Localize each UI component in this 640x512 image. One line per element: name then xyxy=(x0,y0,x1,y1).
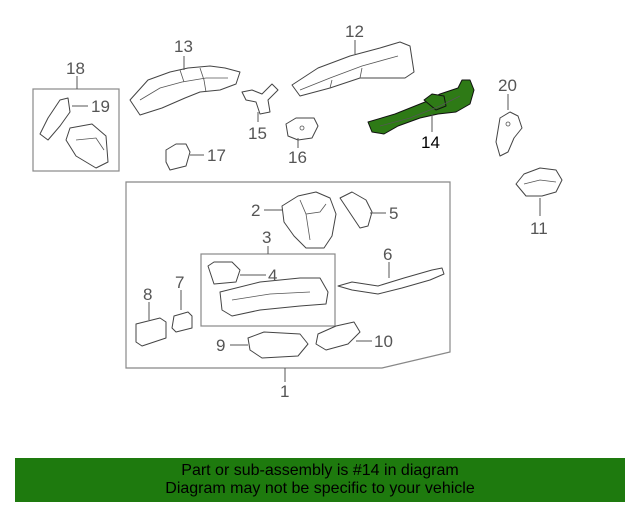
part-7[interactable] xyxy=(171,311,193,333)
part-18[interactable] xyxy=(39,97,109,169)
banner-line-2: Diagram may not be specific to your vehi… xyxy=(165,480,475,497)
part-5[interactable] xyxy=(339,191,373,229)
part-15[interactable] xyxy=(241,83,279,115)
label-4: 4 xyxy=(268,266,277,285)
label-18: 18 xyxy=(66,59,85,78)
label-1: 1 xyxy=(280,382,289,401)
label-14: 14 xyxy=(421,133,440,152)
label-2: 2 xyxy=(251,201,260,220)
part-14-highlighted[interactable] xyxy=(367,79,475,135)
label-13: 13 xyxy=(174,37,193,56)
part-13[interactable] xyxy=(129,65,241,116)
label-7: 7 xyxy=(175,273,184,292)
assembly-18-frame xyxy=(32,88,120,172)
label-17: 17 xyxy=(207,146,226,165)
label-5: 5 xyxy=(389,204,398,223)
assembly-1-frame xyxy=(125,181,451,369)
label-15: 15 xyxy=(248,124,267,143)
label-19: 19 xyxy=(91,97,110,116)
banner-line-1: Part or sub-assembly is #14 in diagram xyxy=(181,462,459,479)
label-12: 12 xyxy=(345,22,364,41)
part-12[interactable] xyxy=(291,41,415,97)
part-4[interactable] xyxy=(207,261,329,317)
label-6: 6 xyxy=(383,245,392,264)
parts-diagram: 18 19 13 12 15 16 17 14 20 11 2 5 3 4 6 … xyxy=(32,22,563,401)
part-11[interactable] xyxy=(515,167,563,197)
part-17[interactable] xyxy=(165,143,191,171)
label-3: 3 xyxy=(262,228,271,247)
part-2[interactable] xyxy=(281,191,337,249)
part-9[interactable] xyxy=(247,331,309,359)
part-6[interactable] xyxy=(337,267,445,295)
label-9: 9 xyxy=(216,336,225,355)
label-11: 11 xyxy=(530,219,548,238)
part-8[interactable] xyxy=(135,317,167,347)
label-16: 16 xyxy=(288,148,307,167)
part-10[interactable] xyxy=(315,321,361,351)
info-banner: Part or sub-assembly is #14 in diagram D… xyxy=(15,458,625,502)
label-20: 20 xyxy=(498,76,517,95)
part-20[interactable] xyxy=(495,111,523,157)
label-10: 10 xyxy=(374,332,393,351)
leader-lines xyxy=(72,40,541,382)
part-16[interactable] xyxy=(285,117,319,141)
part-labels: 18 19 13 12 15 16 17 14 20 11 2 5 3 4 6 … xyxy=(66,22,548,401)
label-8: 8 xyxy=(143,285,152,304)
